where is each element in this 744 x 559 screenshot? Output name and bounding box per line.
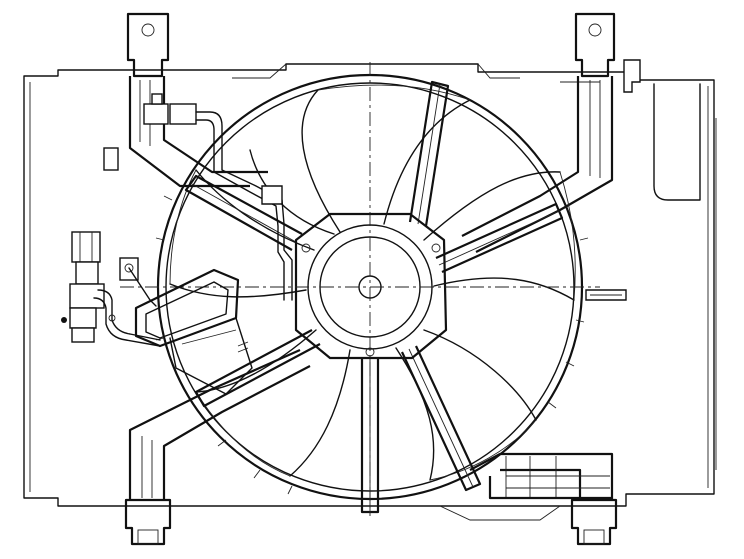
motor-hub — [294, 212, 448, 360]
fan-blade — [383, 99, 471, 225]
fan-blade — [423, 171, 561, 241]
mount-plate — [103, 147, 119, 171]
side-connector — [61, 231, 161, 347]
hub-bolt — [431, 243, 441, 253]
fan-blade — [395, 347, 435, 481]
wiring-harness — [103, 93, 293, 307]
shroud-frame — [128, 76, 614, 500]
top-left-bolt-hole — [141, 23, 155, 37]
bottom-left-bracket — [124, 498, 172, 546]
hub-bolt — [301, 243, 311, 253]
fan-spokes — [184, 80, 564, 514]
upper-connector-plug — [169, 103, 197, 125]
fan-blade — [289, 349, 351, 477]
top-right-bracket — [574, 12, 616, 78]
side-connector-housing — [71, 231, 101, 263]
top-right-bolt-hole — [588, 23, 602, 37]
upper-connector — [143, 103, 169, 125]
top-left-bracket — [126, 12, 170, 78]
shroud-ribs — [150, 195, 589, 495]
resistor-module — [134, 268, 253, 395]
fan-blade — [423, 329, 537, 421]
harness-clip — [261, 185, 283, 205]
fan-blade — [195, 169, 315, 251]
mounting-brackets — [124, 12, 641, 546]
spoke-upper-left — [184, 174, 303, 251]
fan-blade — [169, 283, 307, 298]
upper-clip — [623, 59, 641, 93]
center-lines — [120, 62, 600, 516]
fan-blade — [195, 329, 317, 393]
bottom-right-bracket — [570, 498, 618, 546]
motor-housing — [294, 212, 448, 360]
fan-blade — [433, 277, 575, 301]
spoke-lower-left — [194, 329, 321, 408]
fan-blade — [301, 89, 341, 233]
fan-blades — [169, 84, 576, 481]
